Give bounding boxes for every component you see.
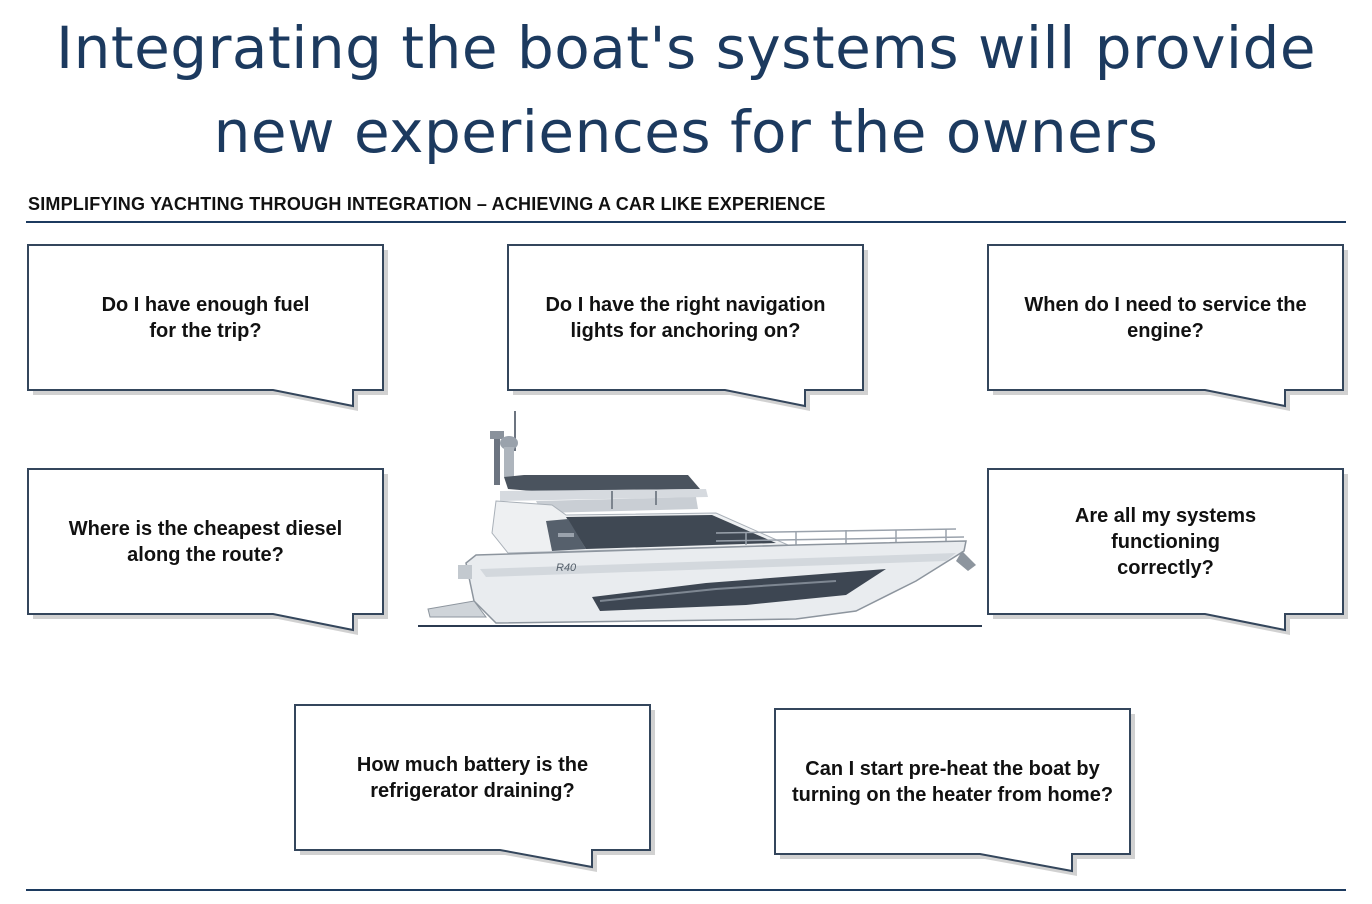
flybridge	[500, 475, 708, 513]
bow-railing	[715, 528, 965, 545]
question-bubble-battery: How much battery is the refrigerator dra…	[294, 704, 655, 873]
speech-bubble-shape	[987, 244, 1348, 411]
question-bubble-preheat: Can I start pre-heat the boat by turning…	[774, 708, 1135, 877]
slide-subtitle: SIMPLIFYING YACHTING THROUGH INTEGRATION…	[28, 194, 826, 214]
speech-bubble-shape	[294, 704, 655, 872]
question-bubble-fuel: Do I have enough fuel for the trip?	[27, 244, 388, 411]
hull: R40	[465, 540, 967, 624]
question-text-nav-lights: Do I have the right navigation lights fo…	[545, 293, 826, 342]
anchor-icon	[956, 551, 976, 571]
question-bubble-nav-lights: Do I have the right navigation lights fo…	[507, 244, 868, 411]
hull-windows	[592, 569, 886, 611]
swim-platform	[427, 551, 976, 618]
bottom-divider	[26, 889, 1346, 891]
question-text-battery: How much battery is the refrigerator dra…	[356, 753, 589, 802]
hull-badge	[558, 533, 574, 537]
yacht-illustration: R40	[418, 411, 982, 627]
question-bubble-systems: Are all my systems functioning correctly…	[987, 468, 1348, 635]
speech-bubble-shape	[987, 468, 1348, 635]
speech-bubble-shape	[774, 708, 1135, 876]
question-text-fuel: Do I have enough fuel for the trip?	[101, 293, 310, 342]
radar-mast	[490, 411, 518, 485]
top-divider	[26, 221, 1346, 223]
question-bubble-service: When do I need to service the engine?	[987, 244, 1348, 411]
title-line-2: new experiences for the owners	[213, 98, 1159, 166]
question-text-diesel: Where is the cheapest diesel along the r…	[68, 517, 343, 566]
speech-bubble-shape	[27, 244, 388, 411]
speech-bubble-shape	[507, 244, 868, 411]
title-line-1: Integrating the boat's systems will prov…	[55, 14, 1317, 82]
question-text-systems: Are all my systems functioning correctly…	[1074, 504, 1257, 579]
superstructure	[491, 500, 789, 554]
question-text-preheat: Can I start pre-heat the boat by turning…	[791, 757, 1114, 806]
hull-name-text: R40	[556, 562, 577, 574]
question-text-service: When do I need to service the engine?	[1024, 293, 1307, 342]
slide-title: Integrating the boat's systems will prov…	[0, 6, 1372, 174]
speech-bubble-shape	[27, 468, 388, 635]
question-bubble-diesel: Where is the cheapest diesel along the r…	[27, 468, 388, 635]
